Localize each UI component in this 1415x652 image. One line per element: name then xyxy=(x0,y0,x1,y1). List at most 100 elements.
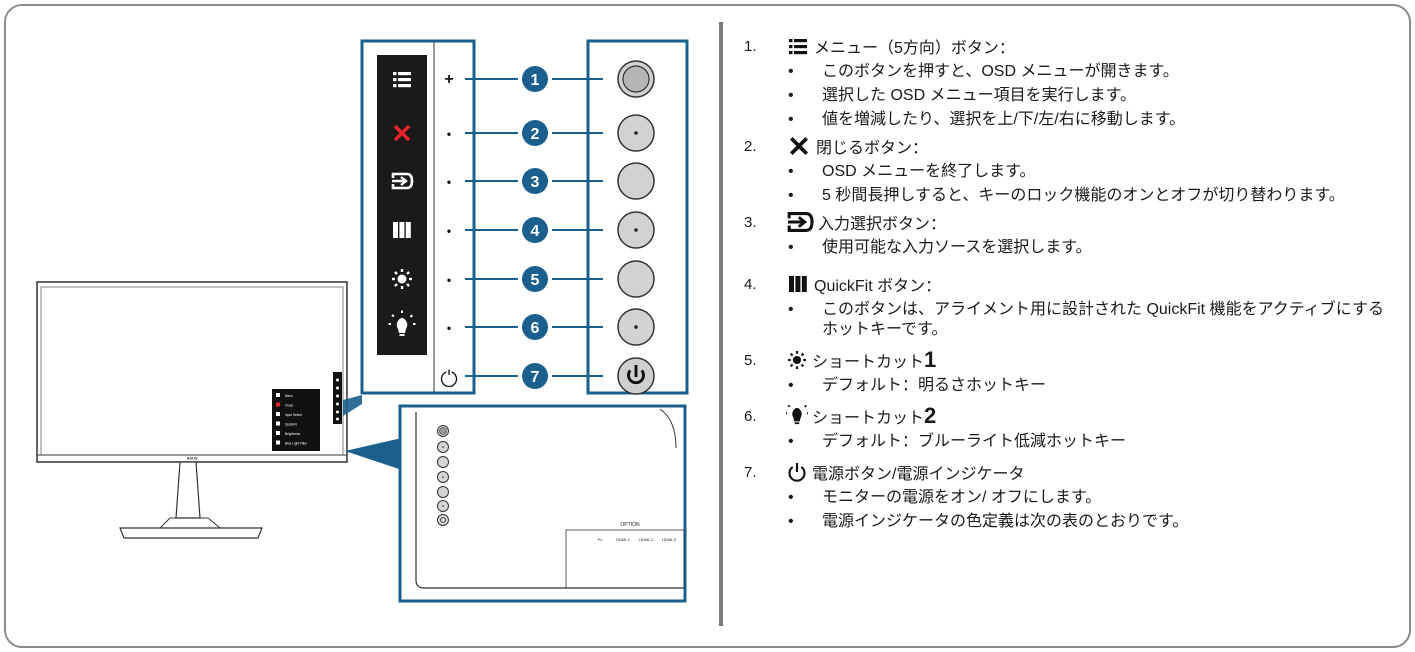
physical-button-6[interactable] xyxy=(617,308,655,346)
panel-pointer xyxy=(343,395,362,416)
shortcut-number: 1 xyxy=(924,347,937,372)
bullet-text: 値を増減したり、選択を上/下/左/右に移動します。 xyxy=(744,110,1394,130)
description-item: 4. QuickFit ボタン： このボタンは、アライメント用に設計された Quic… xyxy=(744,272,1394,340)
item-title: メニュー（5方向）ボタン： xyxy=(814,40,1015,57)
item-title: QuickFit ボタン： xyxy=(814,278,942,295)
description-item: 2. 閉じるボタン： OSD メニューを終了します。 5 秒間長押しすると、キーのロッ… xyxy=(744,134,1394,206)
physical-button-1[interactable] xyxy=(617,60,655,98)
osd-button-panel: + • • • • • xyxy=(360,39,476,395)
item-number: 7. xyxy=(744,463,757,481)
physical-button-4[interactable] xyxy=(617,211,655,249)
callout-number: 2 xyxy=(531,126,540,143)
bluelight-icon xyxy=(388,310,416,336)
brightness-icon xyxy=(786,349,808,371)
physical-button-panel xyxy=(586,39,689,395)
panel-mark: • xyxy=(447,321,451,335)
zoom-port-label: HDMI-3 xyxy=(662,537,677,542)
bullet-text: 使用可能な入力ソースを選択します。 xyxy=(744,238,1394,258)
bullet-text: デフォルト：明るさホットキー xyxy=(744,376,1394,396)
zoom-title: OPTION xyxy=(620,522,640,528)
description-item: 3. 入力選択ボタン： 使用可能な入力ソースを選択します。 xyxy=(744,210,1394,258)
item-title: ショートカット xyxy=(812,354,925,371)
bullet-text: このボタンは、アライメント用に設計された QuickFit 機能をアクティブにす… xyxy=(744,300,1394,340)
item-number: 4. xyxy=(744,275,757,293)
zoom-port-label: Pc xyxy=(598,537,603,542)
quickfit-icon xyxy=(786,272,810,296)
input-select-icon xyxy=(786,208,814,236)
callout-circle xyxy=(522,266,548,292)
item-title: 電源ボタン/電源インジケータ xyxy=(812,466,1025,483)
item-number: 5. xyxy=(744,351,757,369)
button-descriptions: 1. メニュー（5方向）ボタン： このボタンを押すと、OSD メニューが開きます。選… xyxy=(744,34,1394,536)
callout-circle xyxy=(522,314,548,340)
zoom-button xyxy=(437,514,449,526)
item-number: 3. xyxy=(744,213,757,231)
brightness-icon xyxy=(392,269,412,289)
bullet-text: OSD メニューを終了します。 xyxy=(744,162,1394,182)
item-title: 入力選択ボタン： xyxy=(818,216,947,233)
zoom-button xyxy=(437,425,449,437)
panel-mark: • xyxy=(447,224,451,238)
mini-osd-label: QuickFit xyxy=(285,423,297,427)
callout-number: 5 xyxy=(531,272,540,289)
panel-mark: • xyxy=(447,273,451,287)
description-item: 7. 電源ボタン/電源インジケータモニターの電源をオン/ オフにします。電源インジ… xyxy=(744,460,1394,532)
panel-power-mark xyxy=(440,369,458,388)
callout-circle xyxy=(522,120,548,146)
zoom-button xyxy=(437,486,449,498)
physical-button-5[interactable] xyxy=(617,260,655,298)
bullet-text: デフォルト：ブルーライト低減ホットキー xyxy=(744,432,1394,452)
panel-mark: • xyxy=(447,127,451,141)
callout-number: 3 xyxy=(531,174,540,191)
item-heading: 3. 入力選択ボタン： xyxy=(744,210,1394,234)
callout-circle xyxy=(522,363,548,389)
zoom-button xyxy=(437,471,449,483)
callout-number: 4 xyxy=(531,223,540,240)
physical-button-2[interactable] xyxy=(617,114,655,152)
mini-osd-label: Close xyxy=(285,404,293,408)
item-number: 2. xyxy=(744,137,757,155)
item-heading: 2. 閉じるボタン： xyxy=(744,134,1394,158)
zoom-button xyxy=(437,456,449,468)
bullet-text: 選択した OSD メニュー項目を実行します。 xyxy=(744,86,1394,106)
item-number: 1. xyxy=(744,37,757,55)
zoom-button xyxy=(437,500,449,512)
callout-circle xyxy=(522,66,548,92)
item-heading: 4. QuickFit ボタン： xyxy=(744,272,1394,296)
item-title: ショートカット xyxy=(812,410,925,427)
mini-osd-label: Blue Light Filter xyxy=(285,442,308,446)
panel-mark: + xyxy=(444,71,453,88)
bullet-text: 電源インジケータの色定義は次の表のとおりです。 xyxy=(744,512,1394,532)
shortcut-number: 2 xyxy=(924,403,937,428)
bluelight-icon xyxy=(786,405,808,427)
bullet-text: モニターの電源をオン/ オフにします。 xyxy=(744,488,1394,508)
bullet-text: このボタンを押すと、OSD メニューが開きます。 xyxy=(744,62,1394,82)
physical-button-7[interactable] xyxy=(617,357,655,395)
description-item: 1. メニュー（5方向）ボタン： このボタンを押すと、OSD メニューが開きます。選… xyxy=(744,34,1394,131)
input-select-icon xyxy=(391,172,414,190)
quickfit-icon xyxy=(393,222,411,238)
item-heading: 1. メニュー（5方向）ボタン： xyxy=(744,34,1394,58)
zoom-port-label: HDMI-1 xyxy=(616,537,631,542)
callout-number: 1 xyxy=(531,72,540,89)
zoom-port-label: HDMI-2 xyxy=(639,537,654,542)
zoom-button xyxy=(437,441,449,453)
zoom-corner-panel: OPTION Pc HDMI-1 HDMI-2 HDMI-3 xyxy=(398,404,687,603)
physical-button-3[interactable] xyxy=(617,162,655,200)
item-title: 閉じるボタン： xyxy=(816,140,929,157)
bullet-text: 5 秒間長押しすると、キーのロック機能のオンとオフが切り替わります。 xyxy=(744,186,1394,206)
mini-osd-label: Brightness xyxy=(285,432,300,436)
mini-osd-label: Input Select xyxy=(285,413,302,417)
panel-mark: • xyxy=(447,175,451,189)
callout-circle xyxy=(522,217,548,243)
monitor-illustration: ASUS xyxy=(36,281,348,539)
mini-osd-label: Menu xyxy=(285,394,293,398)
item-heading: 7. 電源ボタン/電源インジケータ xyxy=(744,460,1394,484)
item-number: 6. xyxy=(744,407,757,425)
close-icon xyxy=(786,133,812,159)
